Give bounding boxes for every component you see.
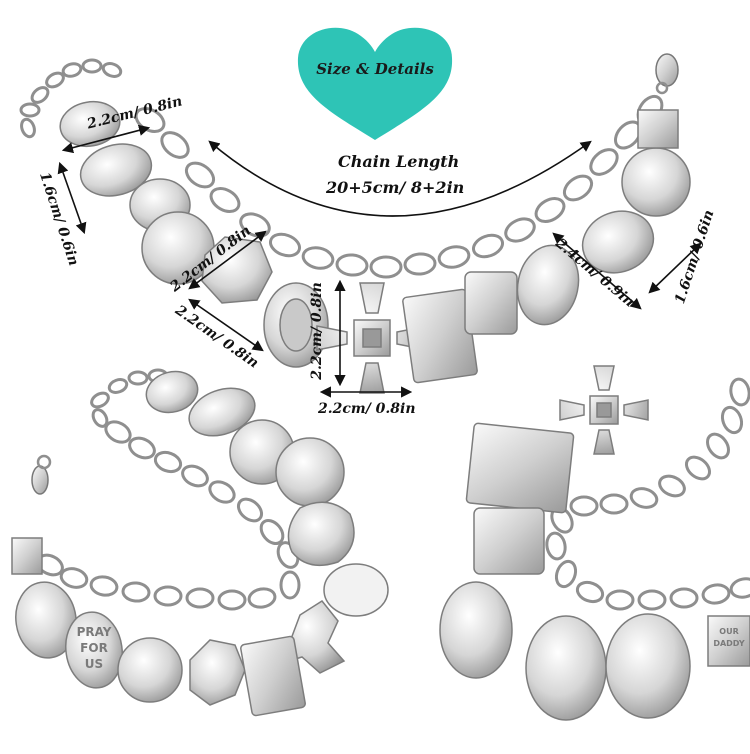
dimension-cross-width: 2.2cm/ 0.8in [318,401,416,417]
left-bracelet-charms [11,370,389,717]
charm-pray-line1: PRAY [77,625,112,639]
dimension-cross-height: 2.2cm/ 0.8in [308,282,325,380]
charm-book-line2: DADDY [713,639,745,648]
size-details-banner: Size & Details [316,60,434,78]
top-clasp [655,53,679,95]
charm-pray-line3: US [85,657,103,671]
charm-pray-line2: FOR [80,641,108,655]
right-bracelet-charms [439,365,750,721]
right-bracelet-chain [545,377,750,611]
heart-banner-shape [297,27,453,140]
left-bracelet-clasp [31,454,52,495]
chain-length-value: 20+5cm/ 8+2in [326,178,465,197]
charm-book-line1: OUR [719,627,738,636]
dimension-lines [57,124,702,398]
top-bracelet-chain [19,58,664,279]
top-charms [59,100,691,394]
chain-length-title: Chain Length [338,152,460,171]
